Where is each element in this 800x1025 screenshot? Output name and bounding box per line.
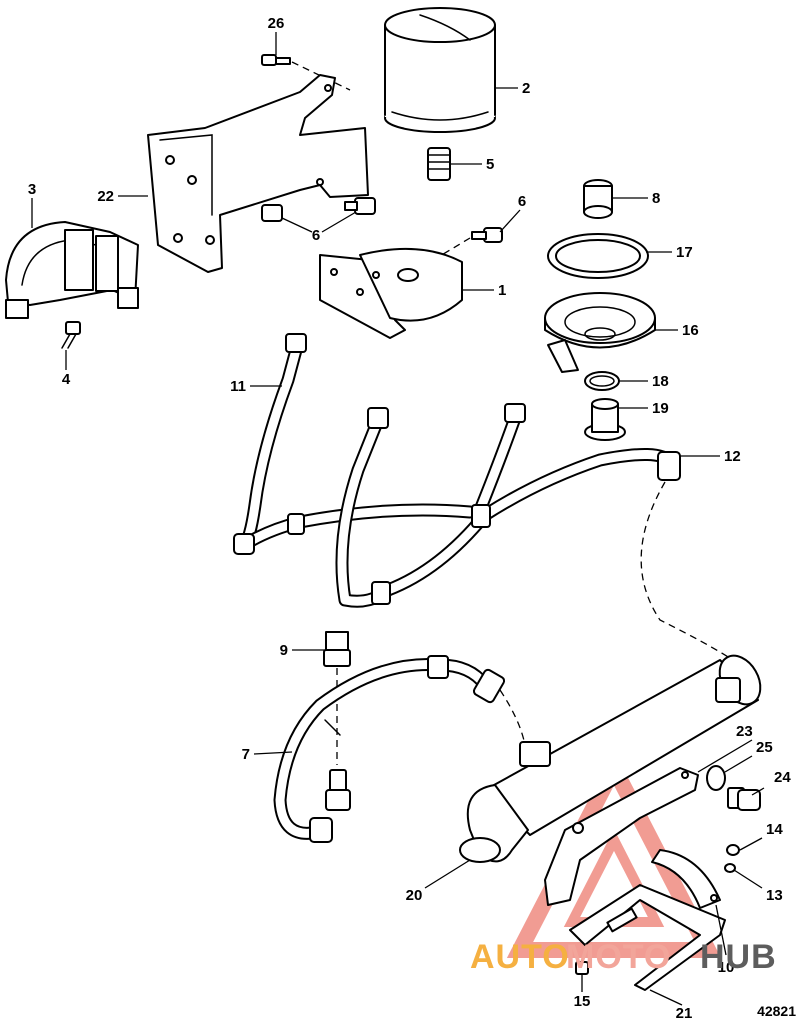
- callout-13: 13: [766, 887, 783, 904]
- callout-18: 18: [652, 373, 669, 390]
- fitting-8: [583, 179, 613, 219]
- callout-1: 1: [498, 282, 506, 299]
- bracket-23: [544, 767, 699, 906]
- nut-14: [726, 844, 740, 856]
- watermark-text: AUTO MOTO HUB: [470, 938, 777, 976]
- hose-7: [273, 655, 506, 843]
- callout-5: 5: [486, 156, 494, 173]
- callout-25: 25: [756, 739, 773, 756]
- callout-9: 9: [280, 642, 288, 659]
- leader-lines: [31, 32, 765, 1006]
- callout-21: 21: [676, 1005, 693, 1020]
- callout-15: 15: [574, 993, 591, 1010]
- filter-2: [384, 7, 496, 133]
- callout-12: 12: [724, 448, 741, 465]
- callout-6-right: 6: [518, 193, 526, 210]
- bolt-15: [575, 961, 589, 975]
- ring-18: [584, 371, 620, 391]
- callout-3: 3: [28, 181, 36, 198]
- hose-assembly: [233, 333, 681, 608]
- callout-19: 19: [652, 400, 669, 417]
- callout-2: 2: [522, 80, 530, 97]
- bolt-24: [727, 787, 761, 811]
- callout-6-left: 6: [312, 227, 320, 244]
- callout-26: 26: [268, 15, 285, 32]
- bolt-4: [61, 321, 81, 349]
- heat-exchanger-20: [459, 654, 762, 863]
- bolts-6: [261, 197, 503, 243]
- callout-10: 10: [718, 959, 735, 976]
- callout-labels: 26 2 5 22 3 8 6 6 17 1 16 4 18 11 19 12 …: [28, 15, 796, 1022]
- callout-7: 7: [242, 746, 250, 763]
- base-16: [544, 292, 656, 373]
- bracket-22: [147, 74, 369, 273]
- oring-17: [547, 233, 649, 279]
- callout-11: 11: [230, 378, 246, 395]
- ring-25: [706, 765, 726, 791]
- strap-21: [569, 884, 726, 991]
- watermark-text-moto: MOTO: [566, 938, 671, 976]
- bolt-26: [261, 54, 291, 66]
- adapter-1: [319, 247, 463, 339]
- clamp-3: [5, 221, 139, 319]
- watermark-text-auto: AUTO: [470, 938, 570, 976]
- callout-17: 17: [676, 244, 693, 261]
- callout-24: 24: [774, 769, 791, 786]
- sleeve-19: [584, 398, 626, 441]
- washer-13: [724, 863, 736, 873]
- reference-number: 42821: [757, 1003, 796, 1019]
- nipple-5: [427, 147, 451, 181]
- callout-16: 16: [682, 322, 699, 339]
- callout-23: 23: [736, 723, 753, 740]
- callout-20: 20: [406, 887, 423, 904]
- callout-8: 8: [652, 190, 660, 207]
- clamp-10: [651, 849, 721, 909]
- fitting-9: [323, 631, 351, 667]
- callout-22: 22: [97, 188, 114, 205]
- watermark-text-hub: HUB: [700, 938, 777, 976]
- callout-14: 14: [766, 821, 783, 838]
- callout-4: 4: [62, 371, 71, 388]
